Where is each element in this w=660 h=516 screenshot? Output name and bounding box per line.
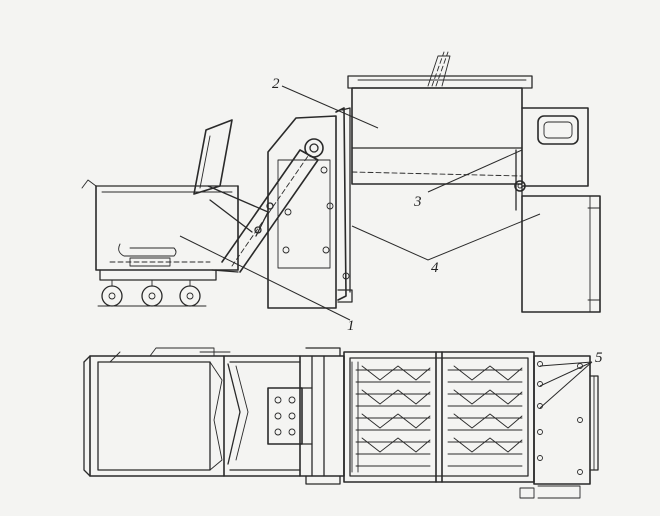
fasteners [537, 361, 583, 475]
callout-3: 3 [413, 194, 422, 210]
tilting-bucket [193, 119, 269, 237]
cart [81, 179, 239, 281]
callout-numbers: 1 2 3 4 5 [272, 76, 603, 366]
leader-1 [179, 235, 351, 321]
leader-5 [539, 361, 593, 409]
kneading-blades [351, 361, 523, 473]
lifter-column [267, 115, 337, 309]
callout-2: 2 [272, 76, 280, 92]
cart-wheels [97, 279, 207, 307]
drive-cabinet [514, 107, 601, 313]
cart-plan [83, 347, 231, 477]
callout-4: 4 [431, 260, 439, 276]
callout-5: 5 [595, 350, 603, 366]
guide-rail [335, 107, 353, 303]
lifter-plan [223, 347, 345, 485]
leader-lines [179, 85, 593, 409]
trough-plan [343, 351, 535, 483]
mixing-tank [347, 51, 533, 185]
side-view [81, 51, 601, 313]
leader-2 [281, 85, 379, 129]
top-view [83, 347, 599, 499]
callout-1: 1 [347, 318, 355, 334]
drive-housing-plan [519, 355, 599, 499]
leader-4 [351, 213, 541, 261]
leader-3 [427, 149, 523, 193]
